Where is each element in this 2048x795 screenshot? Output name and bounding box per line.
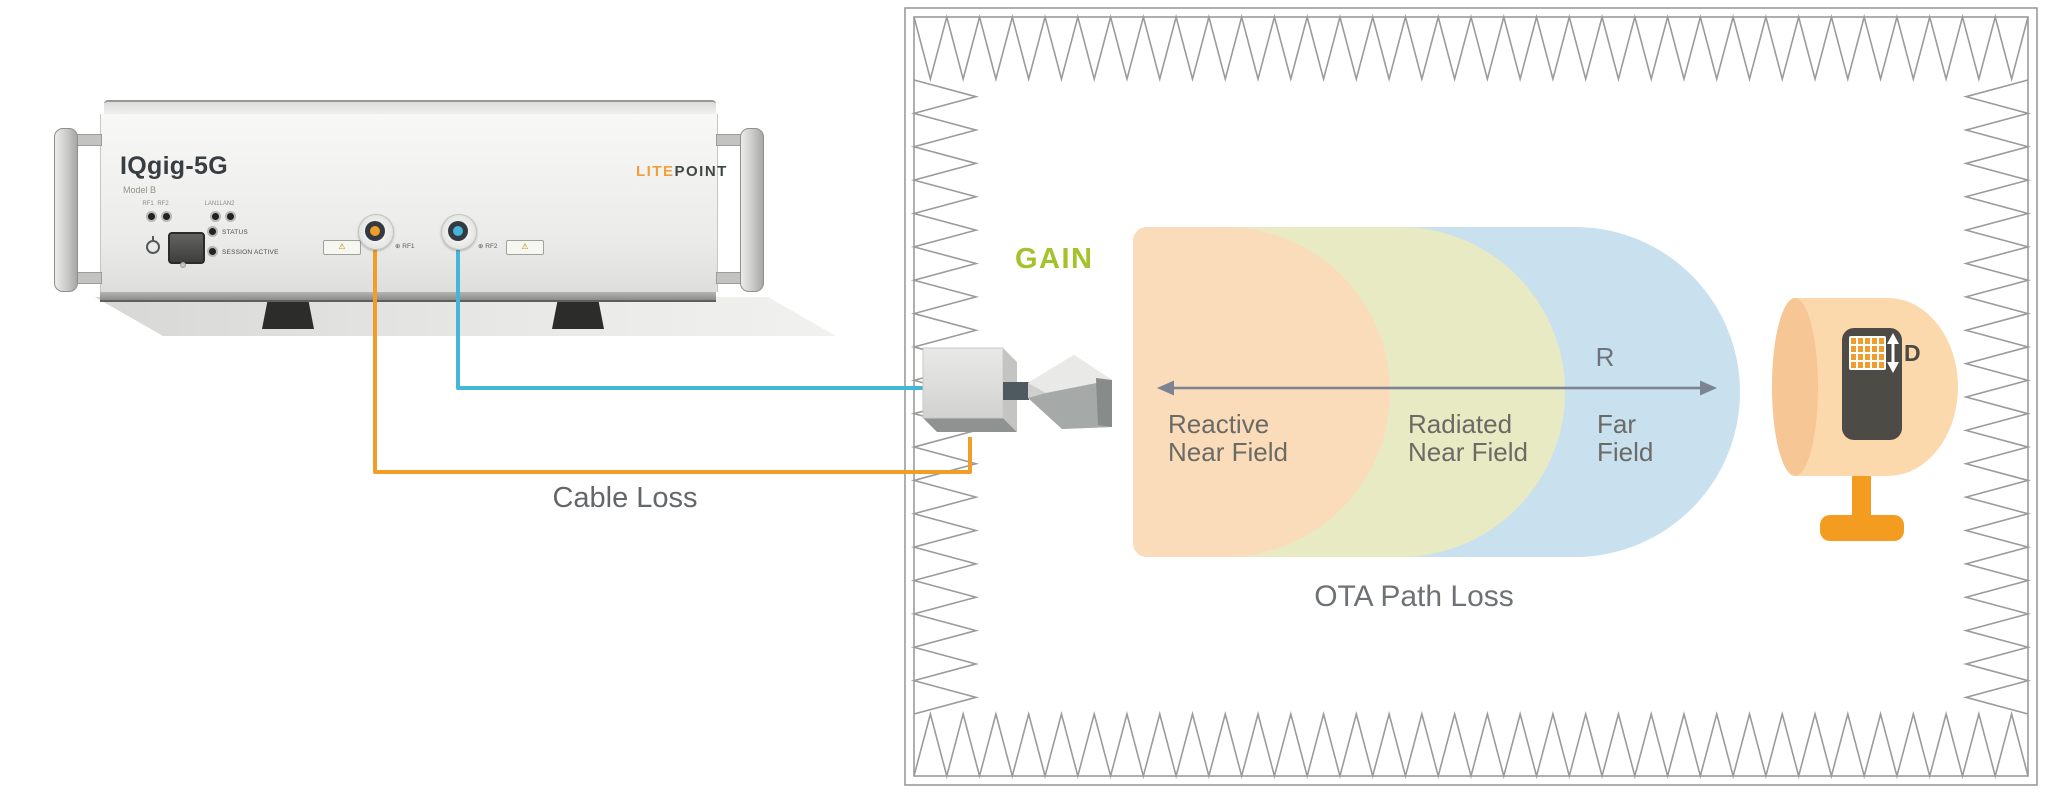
antenna-array-cell bbox=[1851, 362, 1856, 368]
antenna-array-cell bbox=[1858, 346, 1863, 352]
instrument-model-label: IQgig-5G bbox=[120, 152, 228, 180]
absorber-cones-bottom bbox=[913, 710, 2029, 780]
antenna-array-cell bbox=[1879, 338, 1884, 344]
antenna-array-cell bbox=[1865, 346, 1870, 352]
rack-handle-right-stub bbox=[716, 272, 742, 284]
field-label-radiated: Radiated Near Field bbox=[1408, 409, 1528, 467]
lan1-led bbox=[212, 213, 219, 220]
horn-waveguide bbox=[1003, 382, 1029, 400]
antenna-array-grid bbox=[1849, 336, 1886, 370]
session-active-led bbox=[209, 248, 216, 255]
antenna-array-cell bbox=[1858, 362, 1863, 368]
power-icon bbox=[146, 240, 160, 254]
antenna-array-cell bbox=[1858, 354, 1863, 360]
power-icon-stem bbox=[152, 236, 154, 242]
antenna-array-cell bbox=[1879, 346, 1884, 352]
horn-antenna bbox=[922, 347, 1112, 432]
power-button[interactable] bbox=[168, 232, 205, 264]
antenna-array-cell bbox=[1872, 338, 1877, 344]
rf1-port-core bbox=[370, 226, 380, 236]
gain-label: GAIN bbox=[1015, 243, 1094, 275]
rf2-port-label: ⊕ RF2 bbox=[478, 243, 498, 250]
instrument-variant-label: Model B bbox=[123, 185, 157, 195]
absorber-cones-left bbox=[910, 79, 980, 715]
antenna-array-cell bbox=[1851, 338, 1856, 344]
ground-symbol: ⊕ bbox=[478, 243, 484, 250]
antenna-array-cell bbox=[1851, 354, 1856, 360]
lan2-led bbox=[227, 213, 234, 220]
rf1-led bbox=[148, 213, 155, 220]
field-label-far: Far Field bbox=[1597, 409, 1654, 467]
rf2-port[interactable] bbox=[441, 214, 477, 250]
rack-handle-right bbox=[740, 128, 764, 292]
led-label-lan1: LAN1 bbox=[204, 201, 220, 207]
range-label-r: R bbox=[1595, 342, 1615, 372]
absorber-cones-right bbox=[1962, 79, 2032, 715]
aperture-label-d: D bbox=[1904, 340, 1921, 366]
instrument-base-edge bbox=[100, 292, 716, 302]
rf1-port[interactable] bbox=[358, 214, 394, 250]
horn-box-side-face bbox=[1003, 348, 1017, 432]
antenna-array-cell bbox=[1851, 346, 1856, 352]
horn-lower-face bbox=[1028, 380, 1112, 429]
session-active-led-label: SESSION ACTIVE bbox=[222, 249, 279, 256]
rack-handle-left-stub bbox=[76, 272, 102, 284]
antenna-array-cell bbox=[1865, 338, 1870, 344]
status-led bbox=[209, 228, 216, 235]
rf1-port-label: ⊕ RF1 bbox=[395, 243, 415, 250]
antenna-array-cell bbox=[1879, 362, 1884, 368]
litepoint-logo: LITEPOINT bbox=[636, 163, 728, 180]
warning-sticker: ⚠ bbox=[506, 240, 544, 255]
instrument-foot bbox=[262, 297, 314, 329]
horn-top-face bbox=[1028, 355, 1112, 393]
ground-symbol: ⊕ bbox=[395, 243, 401, 250]
horn-box-bottom-face bbox=[923, 418, 1017, 432]
led-label-lan2: LAN2 bbox=[219, 201, 235, 207]
instrument-shadow bbox=[94, 297, 836, 336]
cable-loss-label: Cable Loss bbox=[552, 482, 698, 514]
antenna-array-cell bbox=[1879, 354, 1884, 360]
antenna-array-cell bbox=[1872, 346, 1877, 352]
rf2-led bbox=[163, 213, 170, 220]
led-label-rf2: RF2 bbox=[157, 201, 169, 207]
absorber-cones-top bbox=[913, 13, 2029, 83]
antenna-array-cell bbox=[1865, 354, 1870, 360]
antenna-array-cell bbox=[1872, 354, 1877, 360]
antenna-array-cell bbox=[1872, 362, 1877, 368]
dut-stand-base bbox=[1820, 515, 1904, 541]
status-led-label: STATUS bbox=[222, 229, 248, 236]
rack-handle-right-stub bbox=[716, 134, 742, 146]
horn-mouth bbox=[1096, 378, 1112, 427]
panel-screw bbox=[180, 262, 186, 268]
antenna-array-cell bbox=[1865, 362, 1870, 368]
rack-handle-left bbox=[54, 128, 78, 292]
field-label-reactive: Reactive Near Field bbox=[1168, 409, 1288, 467]
rf2-port-core bbox=[453, 226, 463, 236]
horn-body bbox=[1028, 355, 1112, 429]
dut-cylinder-end-cap bbox=[1772, 298, 1818, 476]
rack-handle-left-stub bbox=[76, 134, 102, 146]
warning-sticker: ⚠ bbox=[323, 240, 361, 255]
led-label-rf1: RF1 bbox=[142, 201, 154, 207]
horn-box-front-face bbox=[922, 347, 1004, 419]
instrument-face bbox=[100, 114, 718, 292]
antenna-array-cell bbox=[1858, 338, 1863, 344]
ota-path-loss-label: OTA Path Loss bbox=[1314, 580, 1514, 613]
